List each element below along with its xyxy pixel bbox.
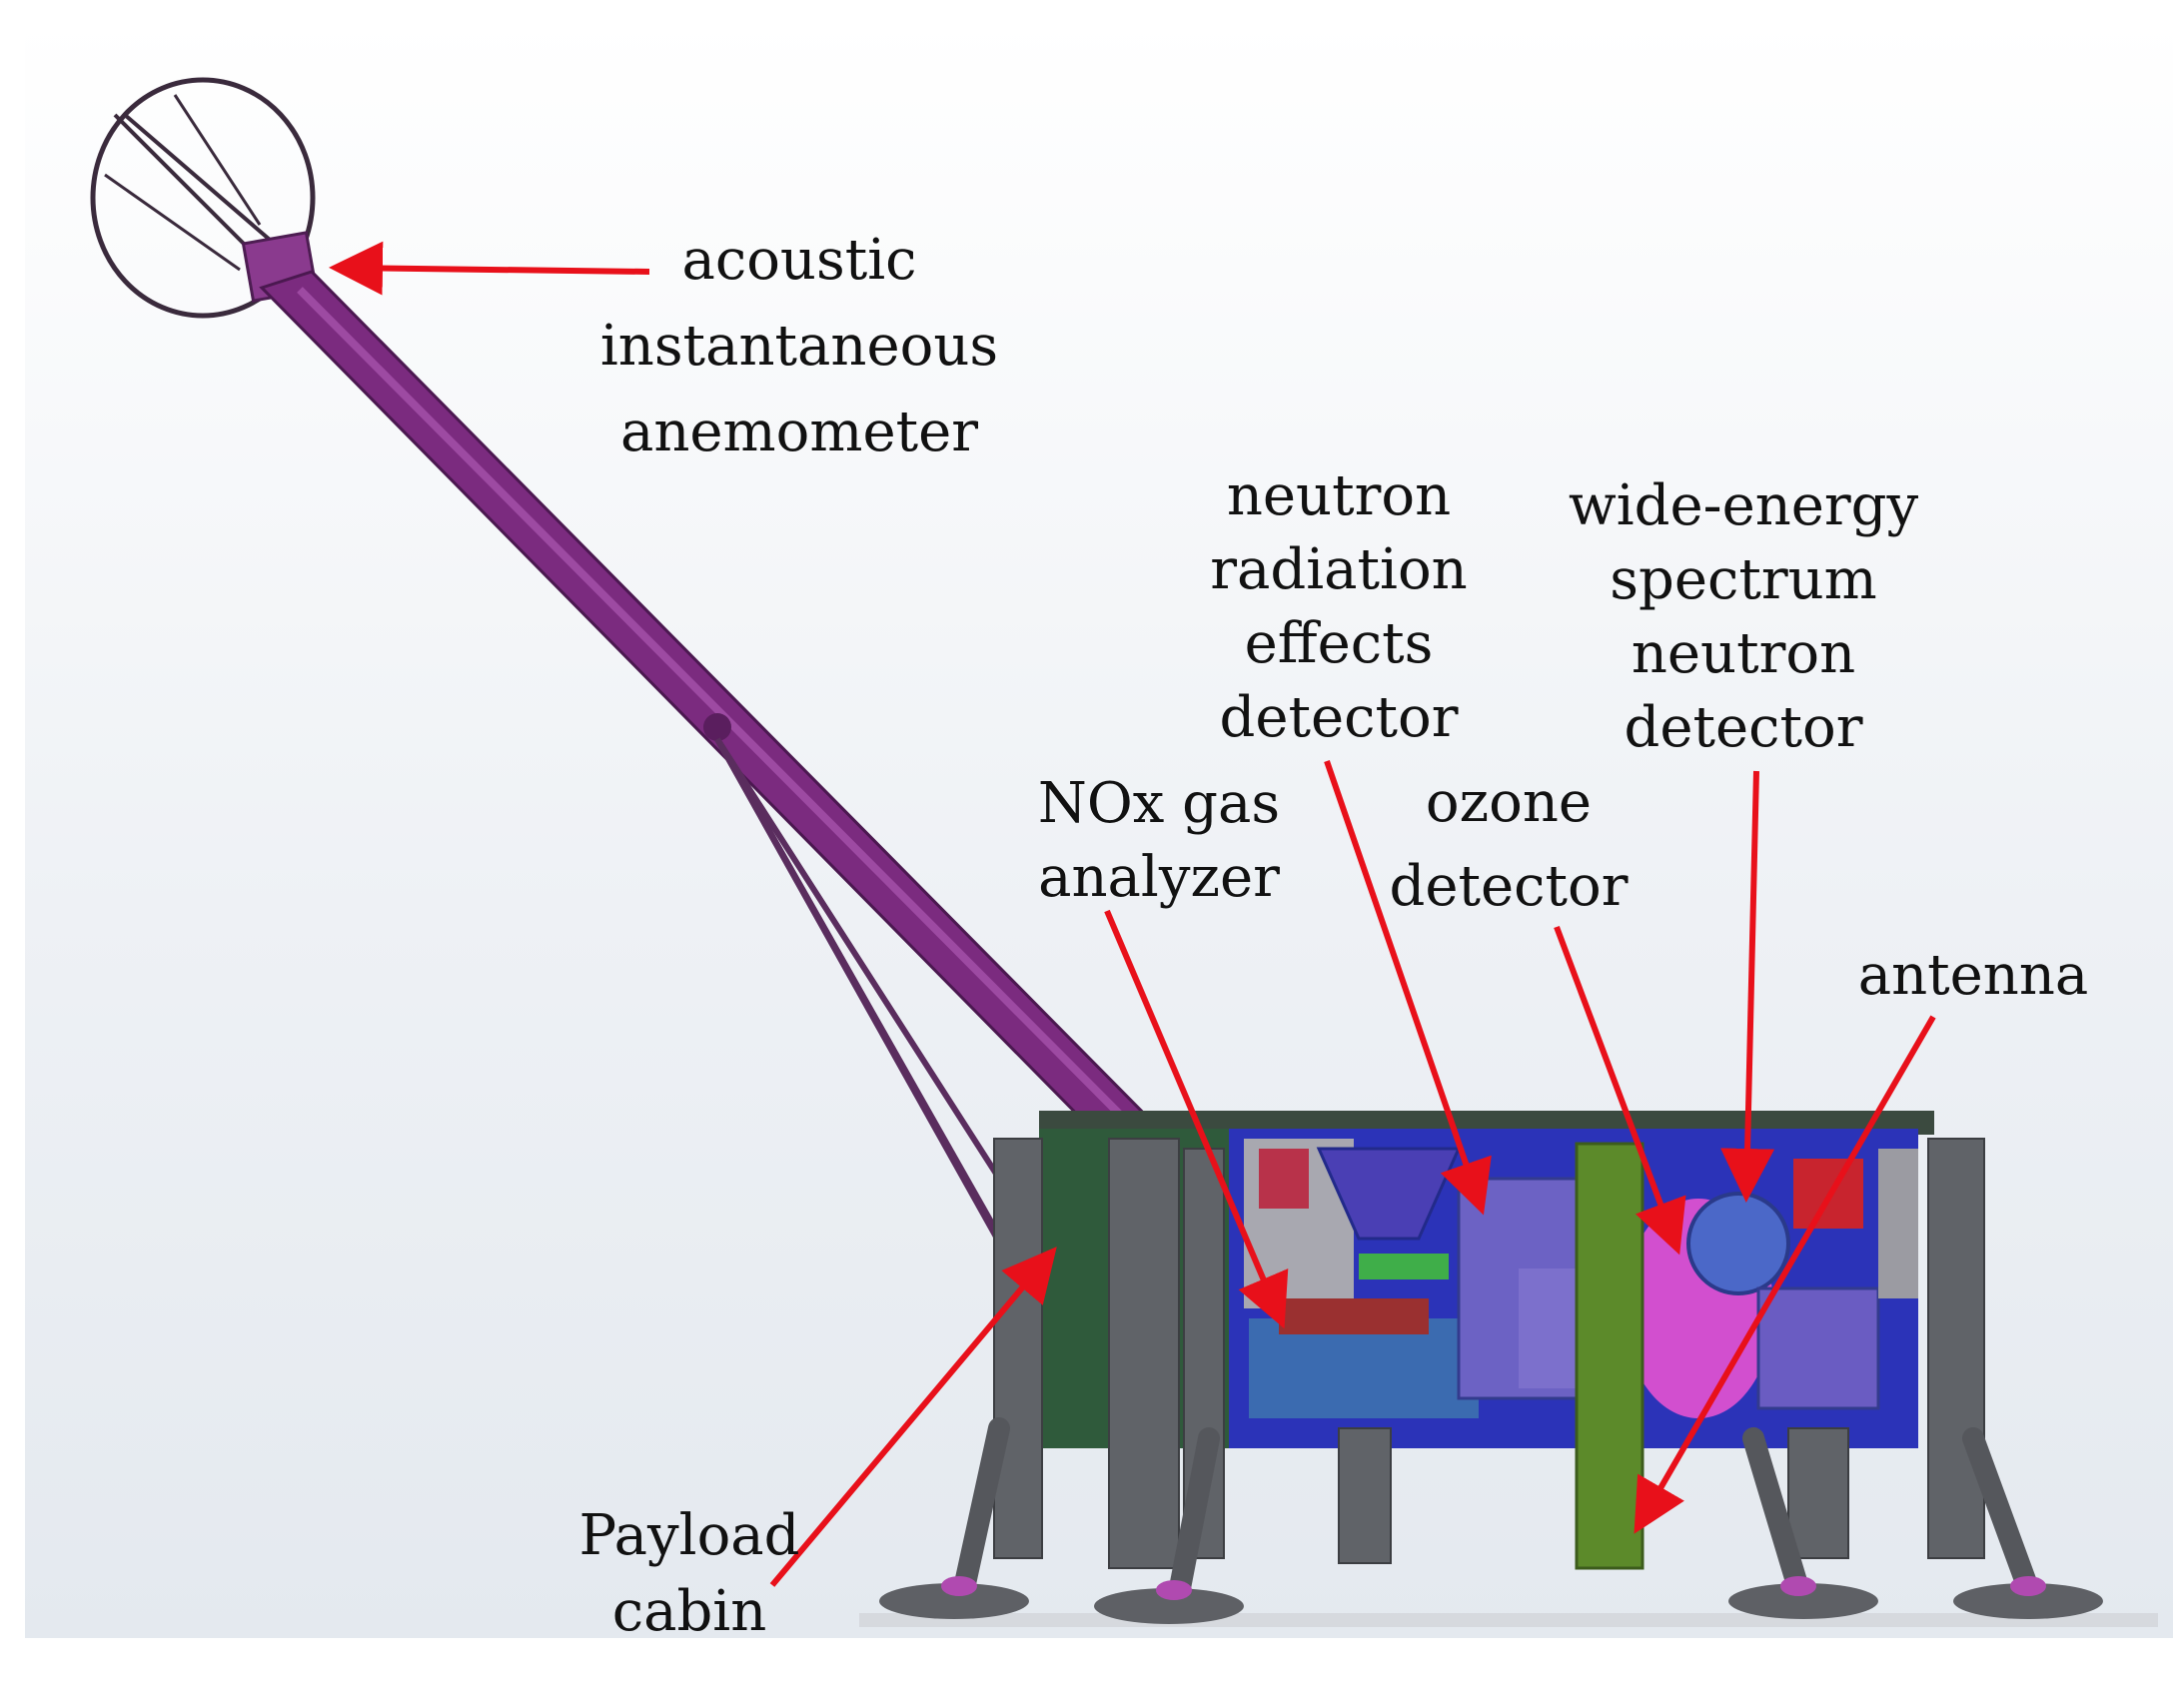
cabin-hopper <box>1316 1147 1462 1241</box>
label-neutron-effects: neutron radiation effects detector <box>1189 459 1489 755</box>
arrow-payload <box>769 1247 1057 1587</box>
cabin-round-detector <box>1686 1192 1790 1295</box>
arrow-wide-energy <box>1720 770 1775 1203</box>
label-anemometer: acoustic instantaneous anemometer <box>599 218 999 475</box>
cabin-lower-electronics <box>1249 1318 1479 1418</box>
label-wide-energy: wide-energy spectrum neutron detector <box>1554 469 1933 765</box>
cabin-feet <box>879 1583 2103 1624</box>
cabin-lower-red <box>1279 1298 1429 1334</box>
arrow-neutron-effects <box>1324 760 1492 1216</box>
arrow-anemometer <box>329 241 650 296</box>
cabin-green-strip <box>1359 1254 1449 1279</box>
anemometer-sphere <box>90 77 316 319</box>
cabin-legs <box>953 1417 2039 1604</box>
label-ozone-line1: ozone <box>1425 770 1593 835</box>
label-payload: Payload cabin <box>554 1498 824 1650</box>
label-payload-line2: cabin <box>611 1579 767 1644</box>
boom-highlight <box>297 287 1142 1137</box>
label-nox-line2: analyzer <box>1038 845 1280 910</box>
ground-shadow <box>859 1613 2158 1627</box>
label-neutron-effects-line1: neutron <box>1226 463 1452 528</box>
label-neutron-effects-line2: radiation <box>1210 537 1468 602</box>
label-ozone: ozone detector <box>1379 761 1638 929</box>
label-antenna: antenna <box>1848 939 2098 1013</box>
label-neutron-effects-line3: effects <box>1244 611 1434 676</box>
arrow-antenna <box>1634 1015 1936 1534</box>
label-anemometer-line2: instantaneous <box>599 314 999 379</box>
label-wide-energy-line2: spectrum <box>1610 547 1877 612</box>
cabin-feet-joints <box>941 1576 2046 1600</box>
label-nox-line1: NOx gas <box>1037 771 1281 836</box>
cabin-board-left-red <box>1259 1149 1309 1209</box>
arrow-ozone <box>1554 925 1686 1256</box>
label-antenna-line1: antenna <box>1857 943 2089 1008</box>
label-anemometer-line1: acoustic <box>681 228 917 293</box>
label-payload-line1: Payload <box>578 1503 800 1568</box>
cabin-module-right <box>1756 1286 1880 1410</box>
boom-joint <box>703 713 731 741</box>
cabin-right-panel <box>1878 1149 1918 1298</box>
label-nox: NOx gas analyzer <box>1009 767 1309 915</box>
antenna-pillar <box>1575 1142 1644 1570</box>
label-wide-energy-line4: detector <box>1624 695 1863 760</box>
label-ozone-line2: detector <box>1389 854 1629 919</box>
label-neutron-effects-line4: detector <box>1219 685 1459 750</box>
label-wide-energy-line1: wide-energy <box>1568 473 1919 538</box>
label-anemometer-line3: anemometer <box>619 400 979 464</box>
label-wide-energy-line3: neutron <box>1631 621 1856 686</box>
arrow-nox <box>1104 909 1289 1329</box>
